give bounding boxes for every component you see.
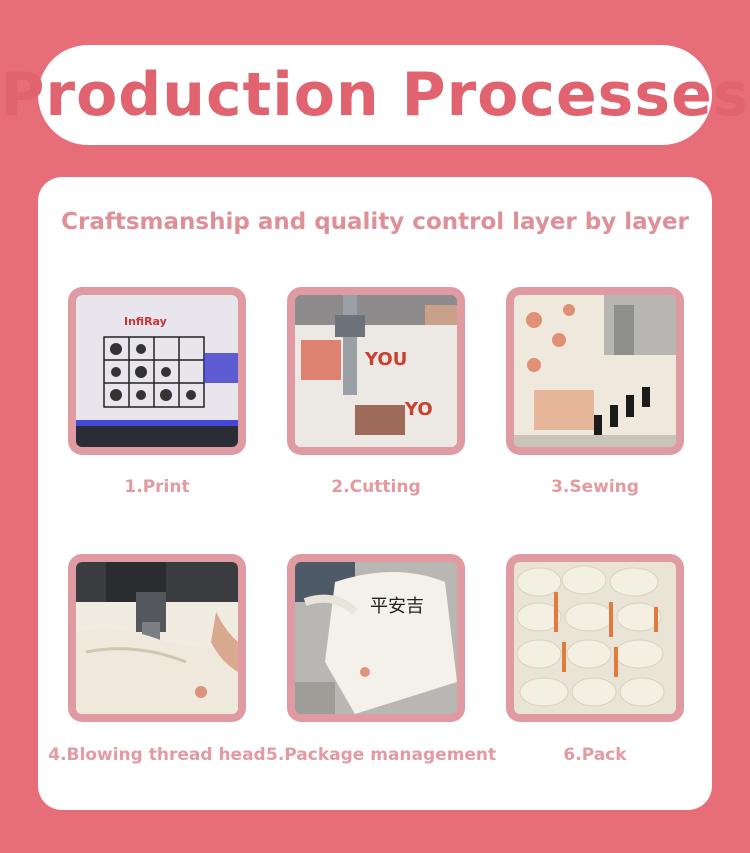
svg-text:YO: YO [404,399,433,420]
step-2-photo-frame: YOU YO [287,287,465,455]
step-3-photo-frame [506,287,684,455]
sewing-photo-icon [514,295,676,447]
bag-photo-icon: 平安吉 [295,562,457,714]
bundles-photo-icon [514,562,676,714]
print-brand-text: InfiRay [124,315,167,328]
bag-print-text: 平安吉 [370,596,424,617]
step-6-label: 6.Pack [563,745,627,765]
card-subtitle: Craftsmanship and quality control layer … [61,209,689,235]
step-4-label: 4.Blowing thread head [48,745,266,765]
title-banner: Production Processes [1,45,748,145]
cutting-photo-icon: YOU YO [295,295,457,447]
print-photo-icon: InfiRay [76,295,238,447]
step-1-label: 1.Print [124,477,190,497]
step-6-photo-frame [506,554,684,722]
heat-gun-photo-icon [76,562,238,714]
step-1-photo-frame: InfiRay [68,287,246,455]
process-card: Craftsmanship and quality control layer … [38,177,712,810]
step-3-label: 3.Sewing [551,477,639,497]
step-2-label: 2.Cutting [331,477,421,497]
svg-text:YOU: YOU [364,349,407,370]
page-title: Production Processes [0,60,750,130]
step-5-label: 5.Package management [266,745,497,765]
step-4-photo-frame [68,554,246,722]
step-5-photo-frame: 平安吉 [287,554,465,722]
